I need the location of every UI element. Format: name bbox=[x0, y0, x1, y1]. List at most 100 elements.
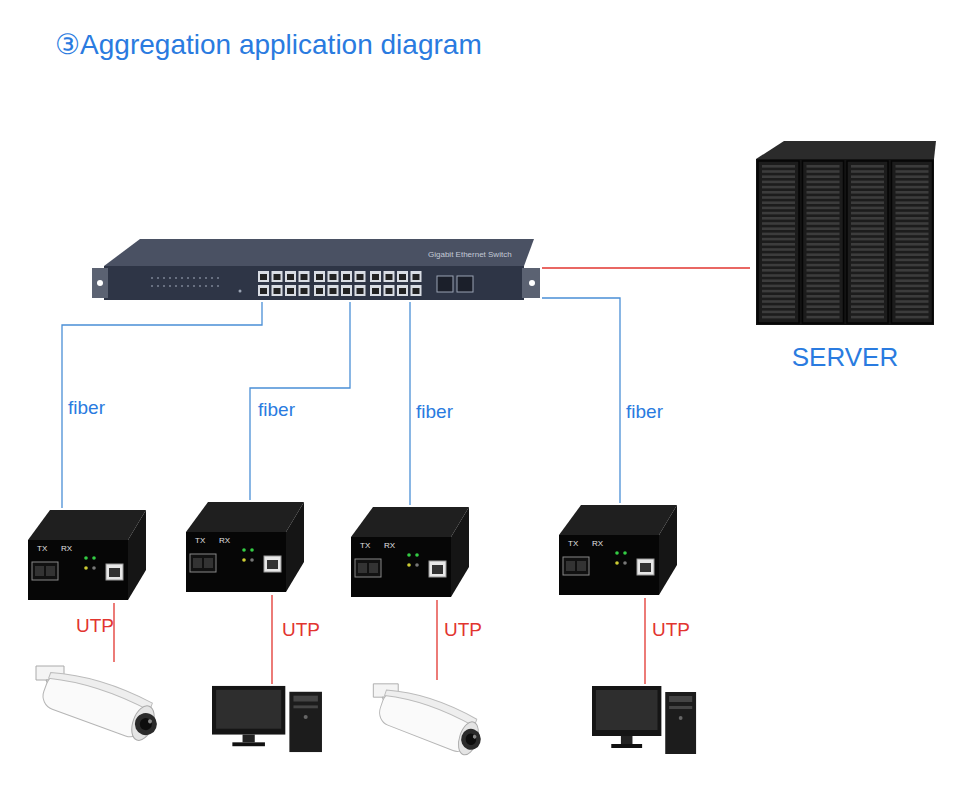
drive-bay bbox=[807, 316, 840, 319]
drive-bay bbox=[896, 285, 929, 288]
rj45-port bbox=[411, 285, 422, 296]
cable-label: fiber bbox=[68, 398, 105, 419]
rj45-port-inner bbox=[399, 288, 406, 294]
drive-bay bbox=[762, 227, 795, 230]
rj45-port-inner bbox=[287, 274, 294, 280]
status-led bbox=[242, 558, 246, 562]
status-led bbox=[157, 285, 159, 287]
camera-lens bbox=[132, 710, 160, 738]
status-led bbox=[163, 285, 165, 287]
node-label: TX bbox=[37, 545, 47, 554]
drive-bay bbox=[896, 165, 929, 168]
sc-fiber-socket bbox=[35, 566, 44, 576]
rj45-port bbox=[384, 271, 395, 282]
rj45-port-inner bbox=[316, 288, 323, 294]
rj45-port-inner bbox=[330, 288, 337, 294]
server-cabinet bbox=[803, 161, 844, 323]
rj45-port bbox=[411, 271, 422, 282]
media-converter: TX RX bbox=[28, 508, 146, 603]
monitor-screen bbox=[596, 690, 658, 730]
monitor-frame bbox=[592, 686, 661, 736]
drive-slot bbox=[293, 696, 317, 702]
rj45-port-inner bbox=[287, 288, 294, 294]
rj45-port-inner bbox=[267, 560, 278, 569]
power-button bbox=[679, 716, 683, 720]
drive-bay bbox=[851, 191, 884, 194]
status-led bbox=[84, 556, 88, 560]
drive-bay bbox=[896, 191, 929, 194]
status-led bbox=[250, 558, 254, 562]
drive-bay bbox=[896, 259, 929, 262]
rj45-port-inner bbox=[343, 274, 350, 280]
drive-bay bbox=[807, 264, 840, 267]
camera-lens-glint bbox=[147, 719, 152, 724]
drive-bay bbox=[807, 305, 840, 308]
status-led bbox=[211, 277, 213, 279]
drive-bay bbox=[762, 201, 795, 204]
sc-fiber-socket bbox=[193, 558, 202, 568]
rj45-port-inner bbox=[274, 288, 281, 294]
sfp-slot bbox=[437, 276, 453, 292]
drive-bay bbox=[896, 181, 929, 184]
status-led bbox=[187, 285, 189, 287]
drive-bay bbox=[851, 279, 884, 282]
desktop-computer-drawing bbox=[592, 684, 698, 756]
utp-cable bbox=[271, 595, 272, 684]
media-converter: TXRX bbox=[186, 500, 304, 595]
drive-bay bbox=[896, 274, 929, 277]
rj45-port bbox=[314, 271, 325, 282]
monitor-base bbox=[232, 742, 265, 746]
rj45-port bbox=[299, 285, 310, 296]
rj45-port-inner bbox=[274, 274, 281, 280]
drive-bay bbox=[851, 196, 884, 199]
sc-fiber-socket bbox=[358, 563, 367, 573]
drive-bay bbox=[851, 290, 884, 293]
status-led bbox=[169, 285, 171, 287]
rj45-port bbox=[355, 271, 366, 282]
switch-illustration-drawing bbox=[92, 236, 542, 302]
drive-bay bbox=[807, 269, 840, 272]
drive-bay bbox=[762, 259, 795, 262]
camera-lens-glint bbox=[472, 734, 477, 739]
status-led bbox=[205, 285, 207, 287]
ip-camera bbox=[368, 680, 488, 764]
status-led bbox=[250, 548, 254, 552]
cable-label: fiber bbox=[416, 402, 453, 423]
drive-bay bbox=[851, 212, 884, 215]
media-converter-drawing bbox=[351, 505, 469, 600]
sc-fiber-socket bbox=[46, 566, 55, 576]
drive-bay bbox=[896, 243, 929, 246]
rj45-port bbox=[341, 271, 352, 282]
converter-front-face bbox=[351, 537, 451, 597]
pc-tower bbox=[665, 692, 696, 754]
cable-label: fiber bbox=[258, 400, 295, 421]
rj45-port bbox=[314, 285, 325, 296]
drive-bay bbox=[851, 269, 884, 272]
drive-bay bbox=[851, 175, 884, 178]
rj45-port bbox=[397, 285, 408, 296]
status-led bbox=[175, 285, 177, 287]
rack-ear bbox=[522, 268, 540, 298]
drive-bay bbox=[807, 170, 840, 173]
server-body bbox=[756, 159, 934, 325]
status-led bbox=[623, 551, 627, 555]
server-top-face bbox=[756, 141, 936, 159]
rj45-port-inner bbox=[301, 274, 308, 280]
monitor-neck bbox=[621, 736, 633, 744]
status-led bbox=[407, 563, 411, 567]
sc-fiber-port bbox=[190, 554, 216, 572]
drive-bay bbox=[896, 316, 929, 319]
diagram-title: ③Aggregation application diagram bbox=[55, 30, 482, 61]
rj45-port-inner bbox=[330, 274, 337, 280]
drive-bay bbox=[807, 311, 840, 314]
pc-tower bbox=[289, 692, 322, 752]
status-led bbox=[169, 277, 171, 279]
node-label: RX bbox=[61, 545, 72, 554]
status-led bbox=[217, 277, 219, 279]
power-button bbox=[304, 715, 308, 719]
drive-bay bbox=[762, 300, 795, 303]
node-label: TX bbox=[195, 537, 205, 546]
drive-bay bbox=[851, 170, 884, 173]
media-converter: TXRX bbox=[351, 505, 469, 600]
rj45-port-inner bbox=[316, 274, 323, 280]
